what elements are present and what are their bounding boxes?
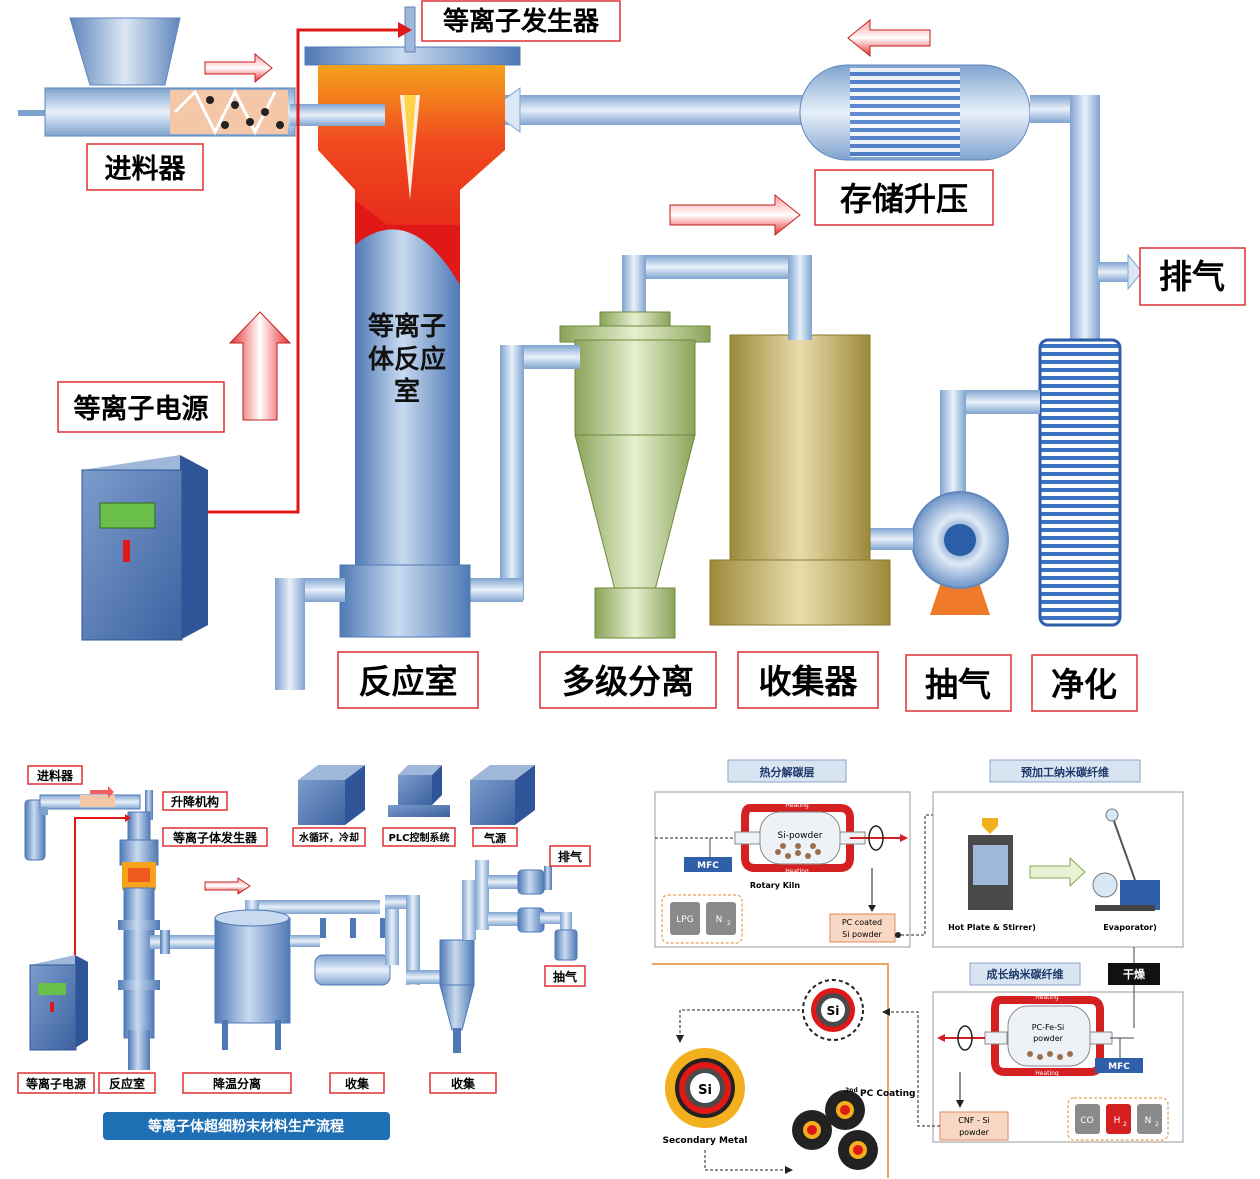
br-n2-2: N: [1145, 1116, 1152, 1126]
label-feeder: 进料器: [105, 154, 187, 185]
br-mfc1: MFC: [697, 861, 719, 871]
cyclone-separator: [559, 311, 711, 639]
br-si-powder: Si-powder: [778, 831, 823, 841]
label-plasma-generator: 等离子发生器: [443, 6, 600, 37]
label-reaction-chamber: 反应室: [359, 662, 458, 701]
top-process-diagram: 等离子发生器 进料器 等离子电源 存储升压 排气 等离子 体反应 室 反应室 多…: [18, 0, 1246, 712]
feed-arrow-icon: [204, 52, 273, 84]
br-title-pyrolysis: 热分解碳层: [760, 765, 815, 779]
purifier: [1038, 338, 1122, 627]
bl-label-lift: 升降机构: [171, 794, 219, 809]
plc-unit: [388, 765, 450, 817]
reactor-body-line3: 室: [394, 376, 420, 407]
br-mfc2: MFC: [1108, 1062, 1130, 1072]
svg-text:2: 2: [1123, 1121, 1127, 1128]
br-heating-top2: Heating: [1035, 994, 1059, 1001]
br-heating-bottom: Heating: [785, 868, 809, 875]
br-n2-1: N: [716, 915, 723, 925]
br-lpg: LPG: [676, 915, 693, 925]
br-hotplate: Hot Plate & Stirrer): [948, 923, 1036, 932]
svg-text:2: 2: [727, 920, 731, 927]
bl-label-collect1: 收集: [345, 1076, 370, 1091]
water-cooling-unit: [298, 765, 365, 825]
br-pc-coated-1: PC coated: [842, 918, 882, 927]
br-heating-bottom2: Heating: [1035, 1070, 1059, 1077]
label-exhaust: 排气: [1159, 257, 1225, 296]
collector-vessel: [709, 334, 891, 626]
br-si-1: Si: [827, 1004, 840, 1018]
br-pc-coating: PC Coating: [860, 1089, 915, 1099]
label-multi-separation: 多级分离: [562, 662, 694, 701]
bl-label-collect2: 收集: [451, 1076, 476, 1091]
bl-label-generator: 等离子体发生器: [172, 830, 258, 845]
si-particle-1: [802, 979, 864, 1041]
pc-coated-cluster: [792, 1090, 878, 1170]
bl-label-gas: 气源: [483, 831, 506, 845]
label-storage: 存储升压: [840, 180, 968, 218]
bl-label-exhaust: 排气: [558, 849, 582, 864]
br-heating-top: Heating: [785, 802, 809, 809]
bl-label-cooling-sep: 降温分离: [213, 1076, 261, 1091]
evaporator-icon: [1092, 808, 1160, 911]
gas-source-unit: [470, 765, 535, 825]
feeder-screw: [18, 17, 385, 137]
power-line: [208, 28, 398, 514]
label-plasma-power: 等离子电源: [74, 393, 209, 425]
br-h2: H: [1114, 1116, 1121, 1126]
svg-text:2: 2: [1155, 1121, 1159, 1128]
br-cnf-si-1: CNF - Si: [958, 1116, 989, 1125]
power-up-arrow-icon: [228, 311, 292, 421]
bl-label-reactor: 反应室: [109, 1076, 145, 1091]
bl-power-cabinet: [29, 955, 88, 1051]
bl-label-feeder: 进料器: [37, 768, 74, 783]
bl-label-power: 等离子电源: [25, 1076, 86, 1091]
si-particle-2: [665, 1048, 745, 1128]
storage-tank: [799, 64, 1031, 161]
br-si-2: Si: [698, 1083, 712, 1098]
br-title-preprocess: 预加工纳米碳纤维: [1021, 765, 1109, 779]
bl-label-suction: 抽气: [553, 969, 577, 984]
bl-label-plc: PLC控制系统: [388, 831, 449, 844]
br-pcfesi-2: powder: [1033, 1034, 1064, 1043]
br-secondary-metal: Secondary Metal: [663, 1136, 748, 1146]
bl-banner: [103, 1112, 390, 1140]
plasma-power-cabinet: [81, 455, 208, 641]
bottom-right-diagram: 热分解碳层 预加工纳米碳纤维 Heating Heating Si-powder…: [652, 759, 1184, 1178]
label-suction: 抽气: [925, 665, 991, 704]
flow-arrow-icon: [669, 193, 801, 237]
br-evaporator: Evaporator): [1103, 923, 1157, 932]
bottom-left-diagram: 进料器 升降机构 等离子体发生器 水循环，冷却 PLC控制系统 气源 排气 抽气…: [17, 765, 591, 1140]
return-pipe: [505, 95, 805, 125]
br-pc-coated-2: Si powder: [842, 930, 882, 939]
br-rotary-kiln: Rotary Kiln: [750, 881, 801, 890]
exhaust-arrow-icon: [1127, 253, 1143, 291]
label-purification: 净化: [1051, 665, 1117, 704]
tank-arrow-icon: [847, 18, 931, 58]
reactor-body-line1: 等离子: [368, 311, 446, 342]
br-co: CO: [1080, 1116, 1093, 1126]
br-pc-coating-sup: 2nd: [845, 1087, 858, 1094]
br-cnf-si-2: powder: [959, 1128, 990, 1137]
bl-label-water-cooling: 水循环，冷却: [298, 831, 359, 844]
label-collector: 收集器: [759, 662, 859, 701]
suction-fan: [911, 491, 1009, 615]
br-pcfesi-1: PC-Fe-Si: [1032, 1023, 1065, 1032]
reactor-body-line2: 体反应: [368, 344, 446, 375]
br-title-grow: 成长纳米碳纤维: [987, 967, 1064, 981]
br-title-dry: 干燥: [1123, 967, 1146, 981]
bl-banner-text: 等离子体超细粉末材料生产流程: [148, 1118, 344, 1135]
